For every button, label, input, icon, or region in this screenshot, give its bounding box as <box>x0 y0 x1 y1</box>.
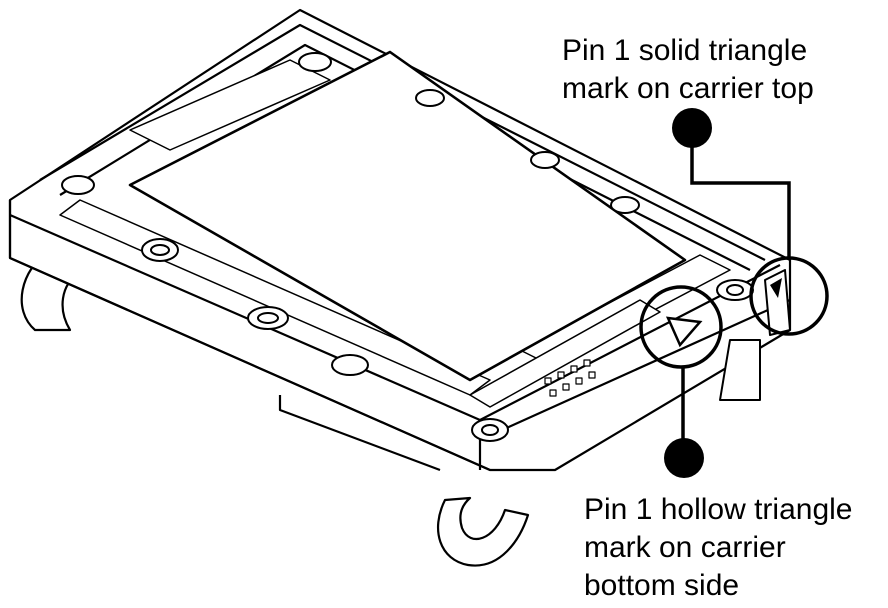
hollow-triangle-mark <box>665 316 703 348</box>
callout-top-label: Pin 1 solid triangle mark on carrier top <box>562 32 814 108</box>
cpu-plate <box>128 50 687 382</box>
callout-bottom-line-1: Pin 1 hollow triangle <box>584 493 853 526</box>
callout-top-line-1: Pin 1 solid triangle <box>562 34 808 67</box>
callout-bottom-line-3: bottom side <box>584 569 740 602</box>
right-handle <box>436 496 530 567</box>
pin-grid <box>544 359 596 397</box>
pin1-hollow-highlight <box>639 285 723 369</box>
callout-dot-top <box>672 108 712 148</box>
leader-top <box>690 128 791 258</box>
callout-bottom-line-2: mark on carrier <box>584 531 786 564</box>
callout-dot-bottom <box>664 438 704 478</box>
callout-bottom-label: Pin 1 hollow triangle mark on carrier bo… <box>584 491 853 605</box>
callout-top-line-2: mark on carrier top <box>562 72 814 105</box>
solid-triangle-mark <box>770 278 782 298</box>
